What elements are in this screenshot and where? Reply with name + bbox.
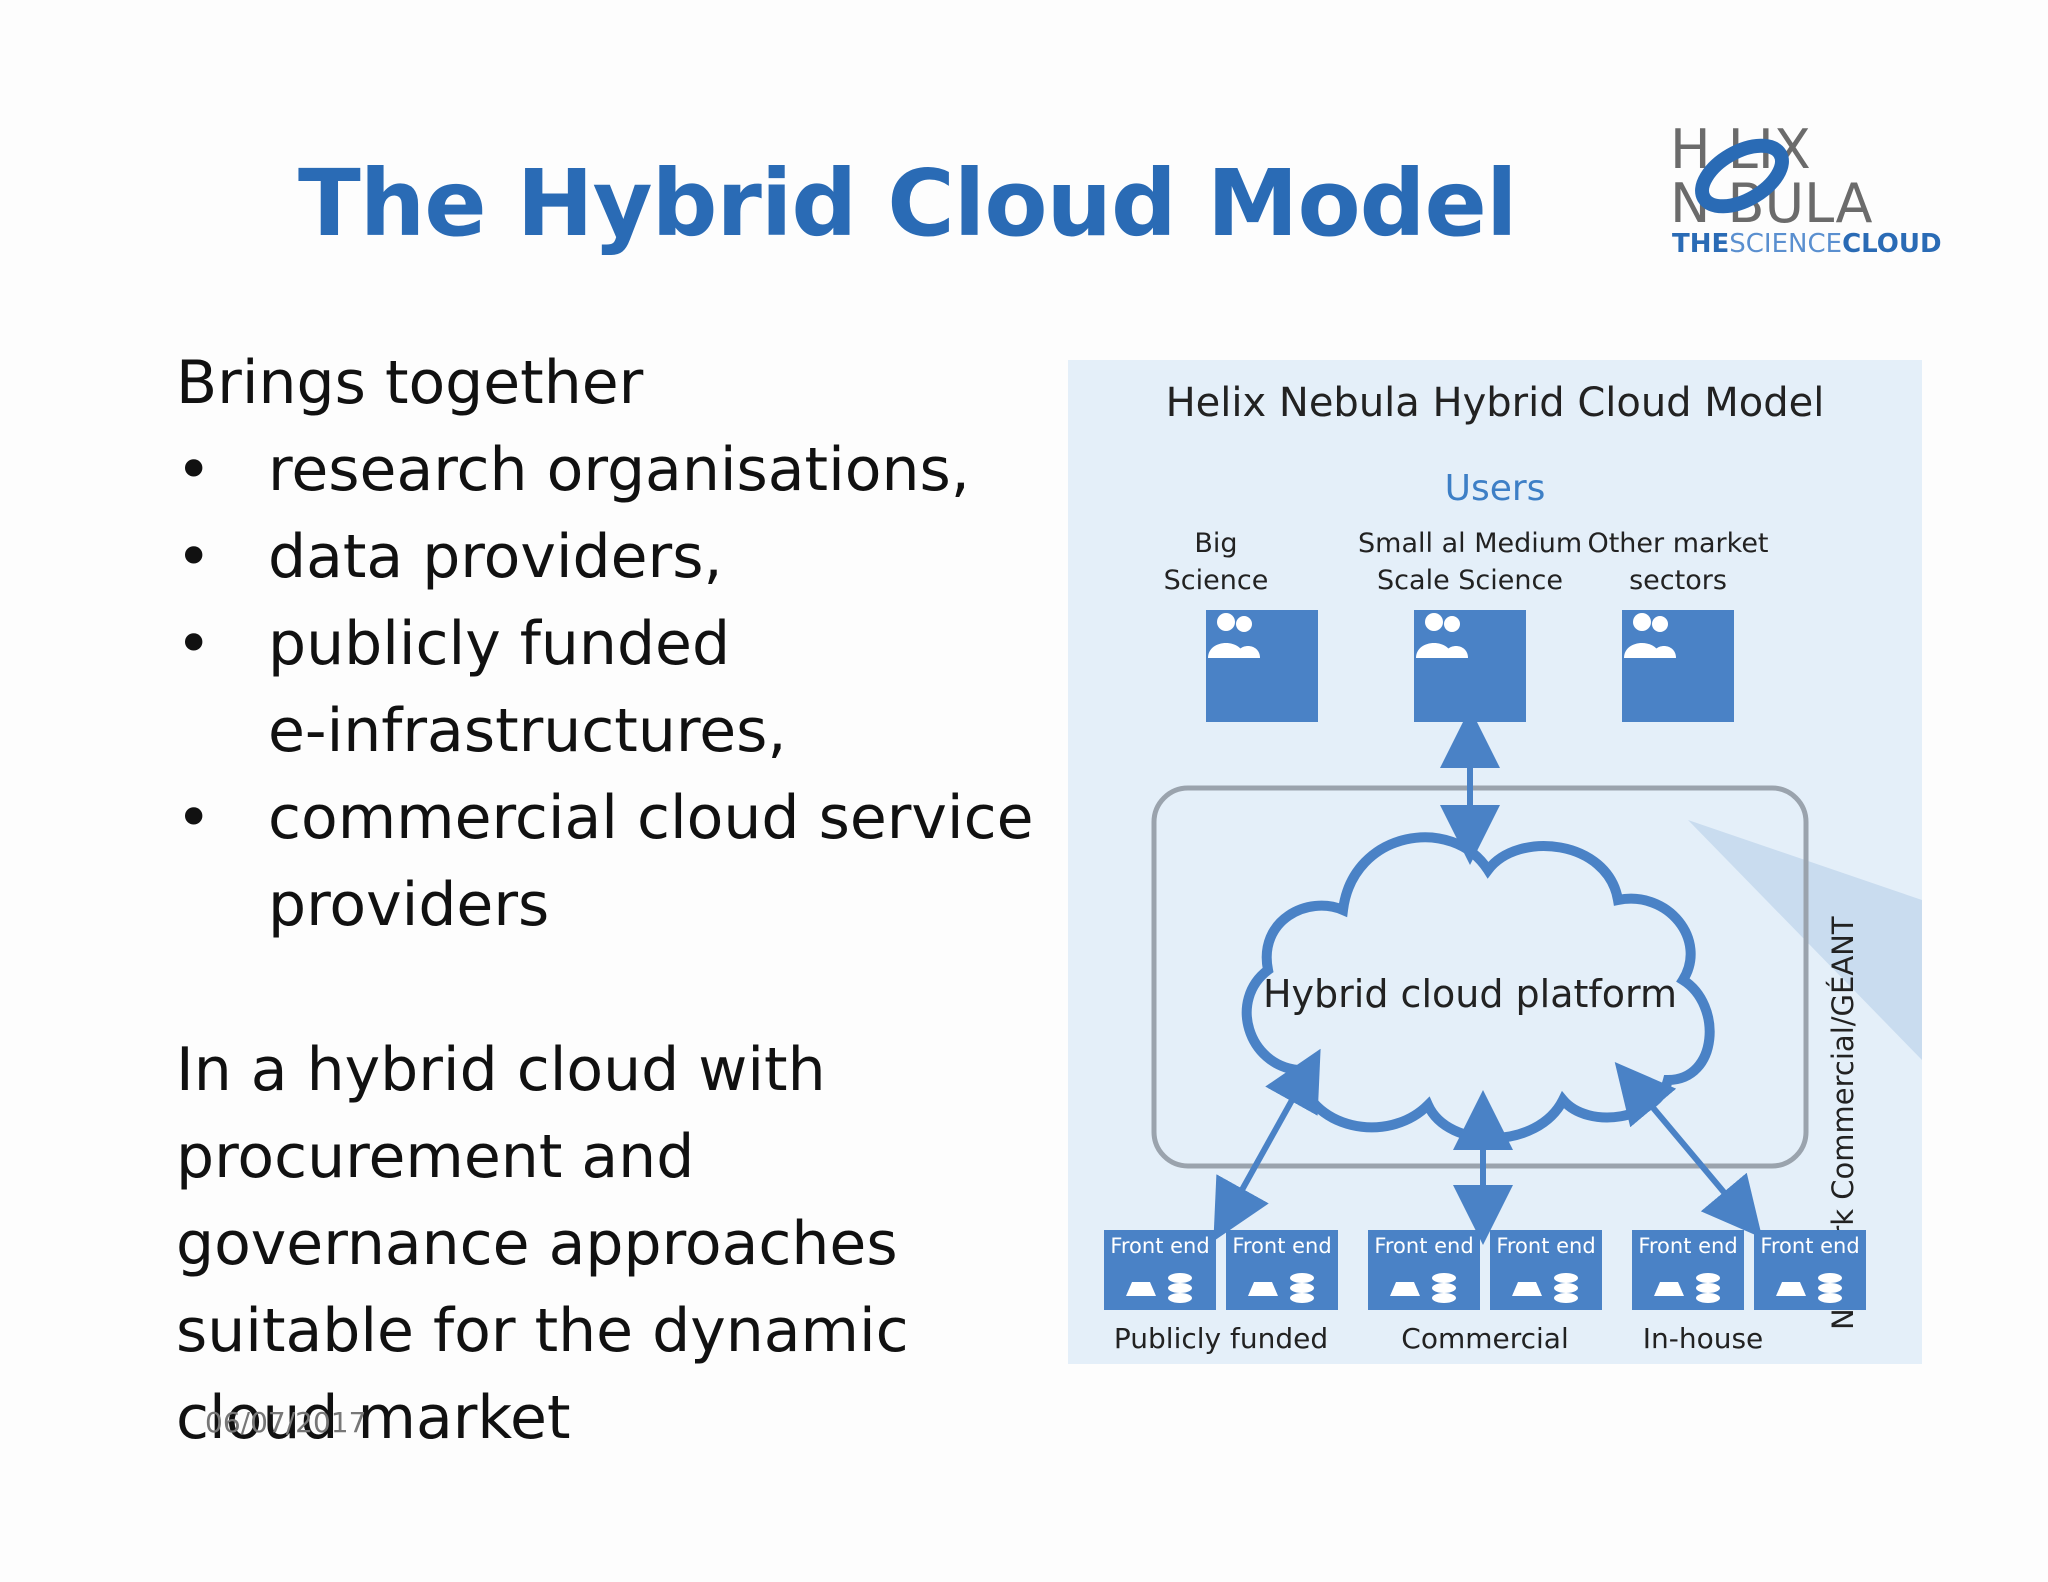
server-storage-icon	[1512, 1273, 1578, 1303]
publicly-funded-arrow	[1213, 1048, 1321, 1242]
front-end-box: Front end	[1632, 1230, 1744, 1310]
users-icon	[1208, 613, 1260, 658]
bullet-item: • research organisations,	[176, 427, 1056, 514]
front-end-box: Front end	[1754, 1230, 1866, 1310]
server-storage-icon	[1776, 1273, 1842, 1303]
body-text: Brings together • research organisations,…	[176, 340, 1056, 1462]
big-science-box	[1206, 610, 1318, 722]
cloud-platform-label: Hybrid cloud platform	[1262, 972, 1677, 1016]
users-icon	[1624, 613, 1676, 658]
bullet-item: • data providers,	[176, 514, 1056, 601]
diagram-graphics	[1151, 708, 1922, 1245]
diagram-title: Helix Nebula Hybrid Cloud Model	[1165, 380, 1825, 426]
helix-nebula-logo: H LIX N BULA THESCIENCECLOUD	[1660, 110, 1950, 260]
hybrid-cloud-diagram: Helix Nebula Hybrid Cloud Model Users Bi…	[1068, 360, 1922, 1364]
provider-group-label: Commercial	[1401, 1322, 1569, 1355]
other-sectors-box	[1622, 610, 1734, 722]
bullet-item: • publicly funded e-infrastructures,	[176, 601, 798, 775]
provider-group-label: Publicly funded	[1113, 1322, 1329, 1355]
bullet-text: commercial cloud service providers	[268, 783, 1034, 940]
front-end-box: Front end	[1226, 1230, 1338, 1310]
intro-text: Brings together	[176, 348, 644, 418]
bullet-dot: •	[176, 609, 212, 679]
front-end-box: Front end	[1104, 1230, 1216, 1310]
slide-title: The Hybrid Cloud Model	[298, 150, 1517, 257]
server-storage-icon	[1248, 1273, 1314, 1303]
bullet-text: data providers,	[268, 522, 723, 592]
in-house-arrow	[1614, 1062, 1763, 1238]
bullet-dot: •	[176, 783, 212, 853]
front-end-box: Front end	[1490, 1230, 1602, 1310]
bullet-dot: •	[176, 435, 212, 505]
provider-group-label: In-house	[1642, 1322, 1764, 1355]
front-end-box: Front end	[1368, 1230, 1480, 1310]
users-heading: Users	[1444, 468, 1546, 509]
server-storage-icon	[1390, 1273, 1456, 1303]
bullet-list: • research organisations, • data providers…	[176, 427, 1056, 949]
slide-date: 06/07/2017	[205, 1406, 367, 1439]
bullet-text: research organisations,	[268, 435, 970, 505]
small-medium-science-box	[1414, 610, 1526, 722]
bullet-dot: •	[176, 522, 212, 592]
server-storage-icon	[1654, 1273, 1720, 1303]
hybrid-cloud-paragraph: In a hybrid cloud with procurement and g…	[176, 1035, 909, 1453]
svg-text:THESCIENCECLOUD: THESCIENCECLOUD	[1672, 229, 1942, 259]
server-storage-icon	[1126, 1273, 1192, 1303]
bullet-text: publicly funded e-infrastructures,	[268, 609, 787, 766]
users-icon	[1416, 613, 1468, 658]
bullet-item: • commercial cloud service providers	[176, 775, 1068, 949]
